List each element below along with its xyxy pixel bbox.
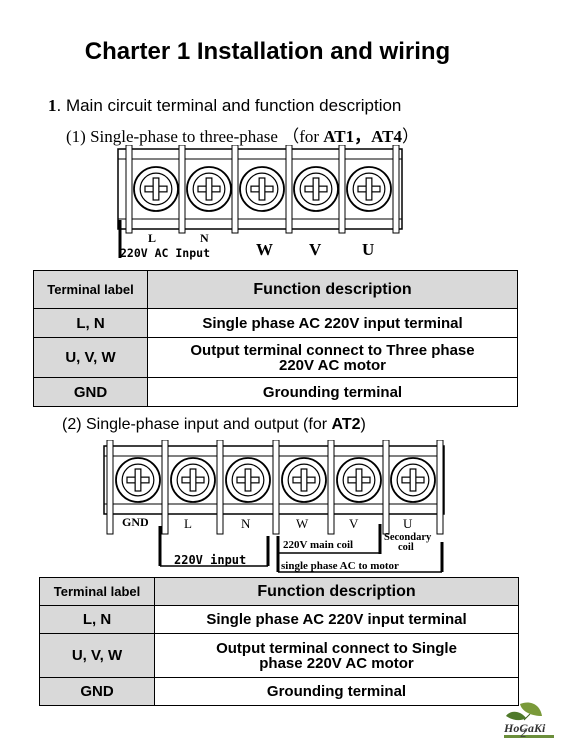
- subsection-2-heading: (2) Single-phase input and output (for A…: [62, 416, 366, 434]
- terminal-label-v: V: [309, 240, 322, 259]
- terminal-screw-icon: [293, 166, 339, 212]
- terminal-divider: [382, 440, 390, 535]
- input-label: 220V AC Input: [120, 246, 210, 260]
- header-function-description: Function description: [147, 270, 518, 309]
- terminal-table-2: Terminal label Function description L, N…: [39, 577, 519, 706]
- table-row: GND Grounding terminal: [39, 677, 519, 706]
- subsection-2-prefix: (2) Single-phase input and output (for: [62, 416, 332, 433]
- terminal-label-v: V: [349, 516, 359, 531]
- section-heading: 1. Main circuit terminal and function de…: [48, 96, 401, 116]
- brand-logo: HoGaKi: [503, 702, 554, 738]
- cell-terminal: GND: [33, 377, 148, 407]
- terminal-divider: [178, 145, 186, 234]
- main-coil-label: 220V main coil: [283, 539, 353, 551]
- cell-description: Grounding terminal: [147, 377, 518, 407]
- cell-description: Output terminal connect to Single phase …: [154, 633, 519, 678]
- logo-text: HoGaKi: [503, 721, 546, 735]
- terminal-label-w: W: [256, 240, 273, 259]
- page-title: Charter 1 Installation and wiring: [84, 38, 451, 65]
- cell-description: Output terminal connect to Three phase 2…: [147, 337, 518, 378]
- terminal-screw-icon: [336, 457, 382, 503]
- terminal-divider: [216, 440, 224, 535]
- cell-description: Single phase AC 220V input terminal: [147, 308, 518, 338]
- terminal-divider: [338, 145, 346, 234]
- terminal-screw-icon: [346, 166, 392, 212]
- terminal-divider: [392, 145, 400, 234]
- terminal-label-n: N: [200, 231, 209, 245]
- terminal-table-1: Terminal label Function description L, N…: [33, 270, 518, 407]
- terminal-screw-icon: [170, 457, 216, 503]
- terminal-divider: [285, 145, 293, 234]
- terminal-label-w: W: [296, 516, 309, 531]
- table-header-row: Terminal label Function description: [39, 577, 519, 606]
- header-terminal-label: Terminal label: [33, 270, 148, 309]
- terminal-label-u: U: [403, 516, 413, 531]
- cell-terminal: U, V, W: [33, 337, 148, 378]
- table-row: L, N Single phase AC 220V input terminal: [39, 605, 519, 634]
- table-row: L, N Single phase AC 220V input terminal: [33, 308, 518, 338]
- cell-terminal: L, N: [33, 308, 148, 338]
- cell-terminal: U, V, W: [39, 633, 155, 678]
- input-label: 220V input: [174, 553, 246, 567]
- cell-description: Grounding terminal: [154, 677, 519, 706]
- terminal-divider: [125, 145, 133, 234]
- wiring: [158, 524, 444, 573]
- terminal-screw-icon: [115, 457, 161, 503]
- section-text: . Main circuit terminal and function des…: [56, 96, 402, 115]
- cell-terminal: GND: [39, 677, 155, 706]
- terminal-screw-icon: [186, 166, 232, 212]
- terminal-divider: [161, 440, 169, 535]
- terminal-label-n: N: [241, 516, 251, 531]
- motor-label: single phase AC to motor: [281, 560, 399, 572]
- terminal-block-diagram-1: L N 220V AC Input W V U: [117, 145, 403, 260]
- subsection-2-model: AT2: [331, 416, 361, 433]
- terminal-block-diagram-2: GND L N W V U 220V input 220V main coil …: [103, 440, 445, 573]
- header-function-description: Function description: [154, 577, 519, 606]
- terminal-divider: [327, 440, 335, 535]
- section-number: 1: [48, 96, 57, 115]
- subsection-1-prefix: (1) Single-phase to three-phase （for: [66, 127, 324, 146]
- subsection-2-suffix: ): [360, 416, 366, 433]
- terminal-divider: [106, 440, 114, 535]
- table-row: U, V, W Output terminal connect to Singl…: [39, 633, 519, 678]
- terminal-screw-icon: [133, 166, 179, 212]
- terminal-screw-icon: [239, 166, 285, 212]
- terminal-divider: [436, 440, 444, 535]
- terminal-divider: [272, 440, 280, 535]
- terminal-divider: [231, 145, 239, 234]
- table-header-row: Terminal label Function description: [33, 270, 518, 309]
- cell-terminal: L, N: [39, 605, 155, 634]
- terminal-screw-icon: [390, 457, 436, 503]
- subsection-1-models: AT1，AT4: [323, 127, 402, 146]
- table-row: U, V, W Output terminal connect to Three…: [33, 337, 518, 378]
- terminal-label-l: L: [148, 231, 156, 245]
- leaf-icon: [506, 702, 542, 721]
- table-row: GND Grounding terminal: [33, 377, 518, 407]
- subsection-1-suffix: ）: [402, 127, 419, 146]
- terminal-label-gnd: GND: [122, 515, 149, 529]
- header-terminal-label: Terminal label: [39, 577, 155, 606]
- subsection-1-heading: (1) Single-phase to three-phase （for AT1…: [66, 122, 419, 147]
- cell-description: Single phase AC 220V input terminal: [154, 605, 519, 634]
- terminal-label-u: U: [362, 240, 374, 259]
- logo-underline: [504, 735, 554, 738]
- terminal-screw-icon: [281, 457, 327, 503]
- terminal-screw-icon: [225, 457, 271, 503]
- page-number: 2: [520, 728, 527, 740]
- terminal-label-l: L: [184, 516, 192, 531]
